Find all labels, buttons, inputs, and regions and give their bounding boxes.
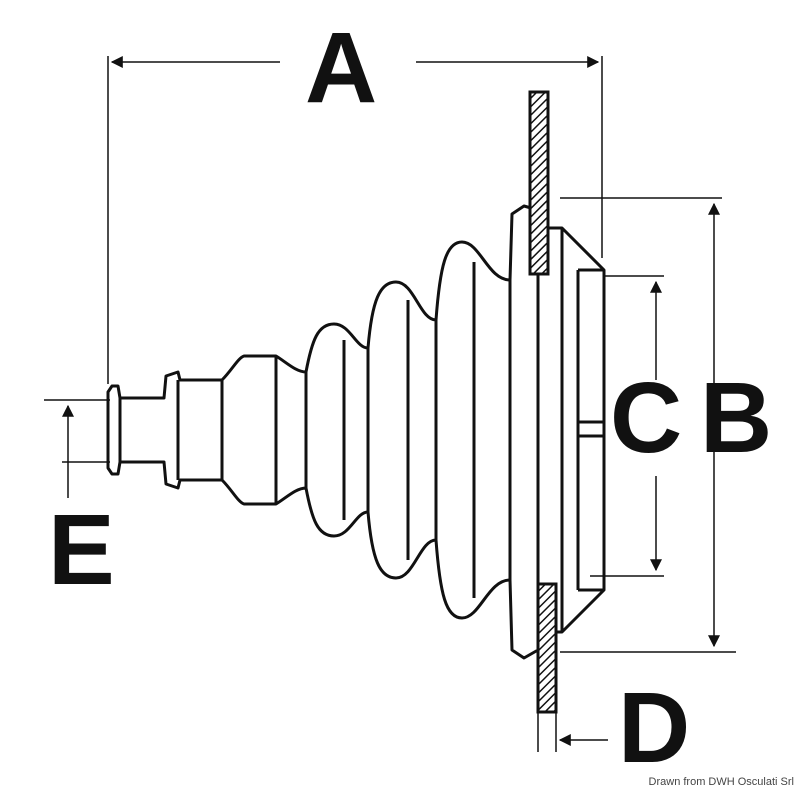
bulkhead-panel-bottom xyxy=(536,582,558,714)
credit-text: Drawn from DWH Osculati Srl xyxy=(648,776,794,788)
dimension-label-a: A xyxy=(305,12,378,124)
dimension-label-e: E xyxy=(48,494,115,606)
dimension-label-d: D xyxy=(618,672,691,784)
dimension-label-b: B xyxy=(700,362,773,474)
bulkhead-panel-top xyxy=(528,90,550,276)
dimension-label-c: C xyxy=(610,362,683,474)
